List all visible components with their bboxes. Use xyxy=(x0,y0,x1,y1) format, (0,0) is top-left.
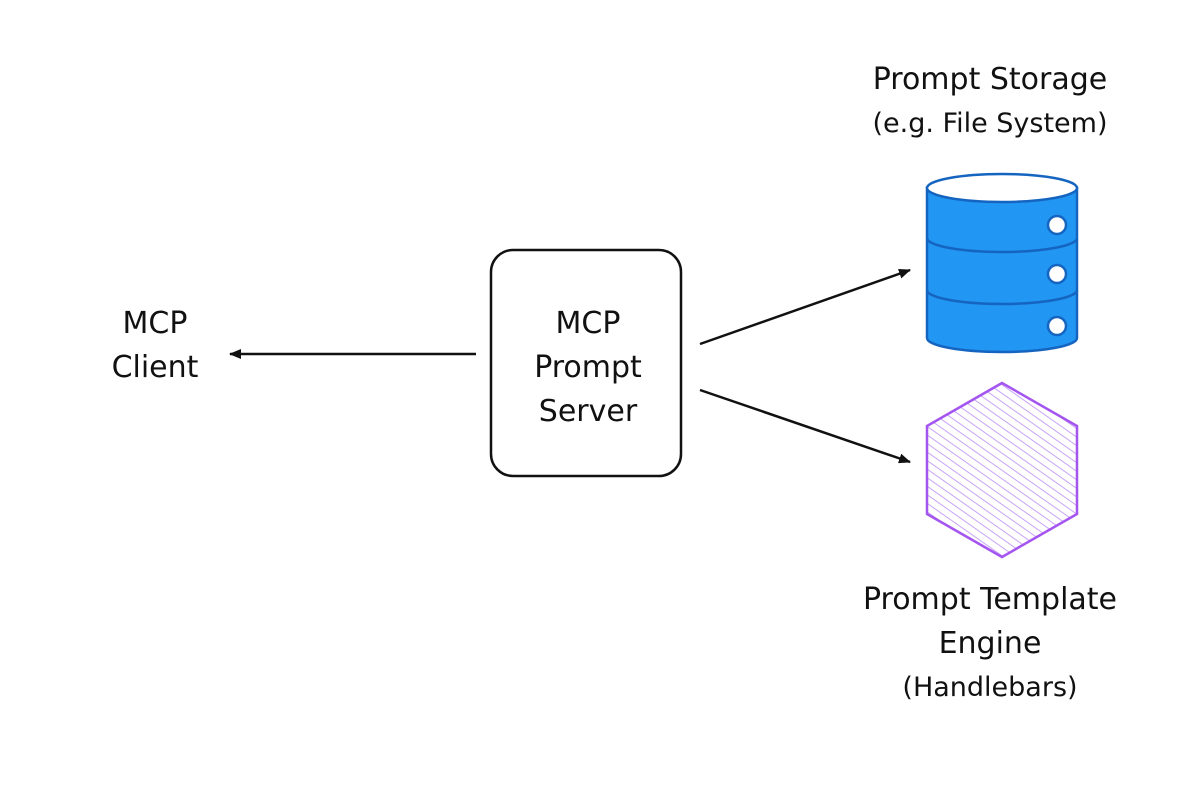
engine-title: Prompt Template xyxy=(862,582,1118,617)
client-label-line: MCP xyxy=(122,306,188,341)
engine-title-line2: Engine xyxy=(938,626,1042,661)
storage-subtitle: (e.g. File System) xyxy=(872,108,1108,139)
server-label-line: MCP xyxy=(555,306,621,341)
server-label-line: Server xyxy=(538,394,638,429)
engine-subtitle: (Handlebars) xyxy=(902,672,1078,703)
arrow-server-to-engine xyxy=(699,388,911,464)
storage-label: Prompt Storage (e.g. File System) xyxy=(800,58,1180,146)
arrow-server-to-storage xyxy=(699,268,911,346)
storage-title: Prompt Storage xyxy=(872,62,1108,97)
client-label-line: Client xyxy=(111,350,199,385)
engine-label: Prompt Template Engine (Handlebars) xyxy=(830,578,1150,710)
database-icon xyxy=(925,172,1079,354)
client-label: MCP Client xyxy=(80,302,230,390)
hexagon-icon xyxy=(925,381,1079,559)
server-box xyxy=(489,248,683,478)
server-label-line: Prompt xyxy=(534,350,642,385)
server-label: MCP Prompt Server xyxy=(493,302,683,434)
